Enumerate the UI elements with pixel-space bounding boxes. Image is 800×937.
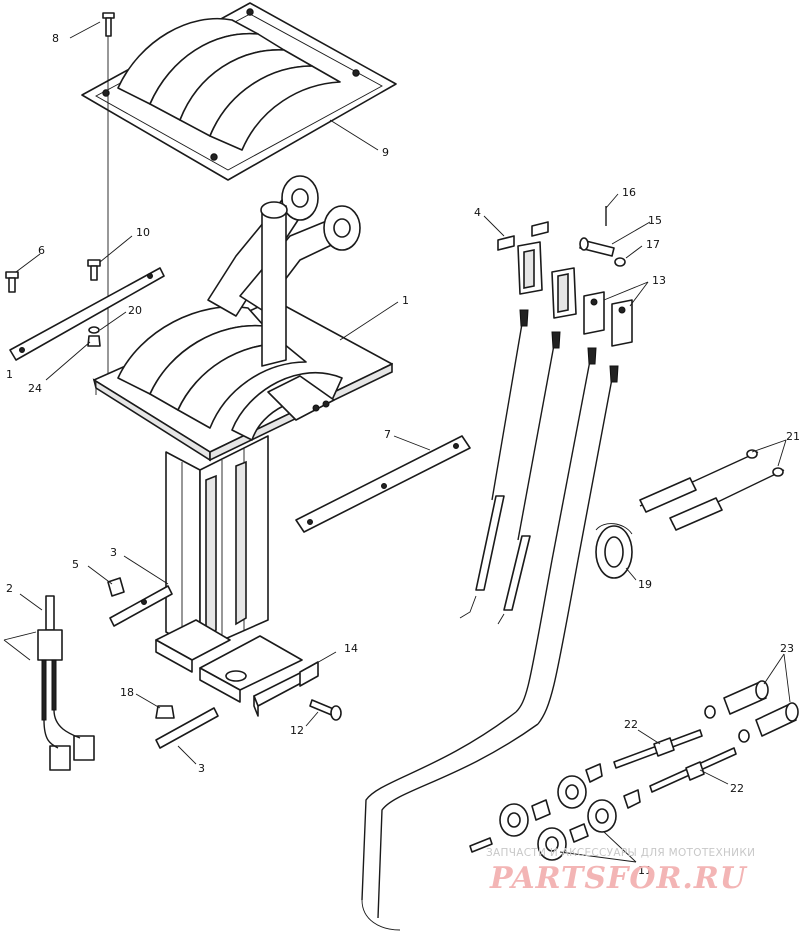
spacer-block-part-14 — [253, 661, 319, 717]
callout-15: 15 — [648, 214, 662, 227]
callout-3-upper: 3 — [110, 546, 117, 559]
bolt-part-6 — [5, 271, 19, 293]
cable-end-part-22 — [613, 729, 737, 793]
washer-part-17 — [614, 257, 626, 267]
cable-connector-part-23 — [704, 680, 799, 743]
grommet-part-19 — [595, 523, 633, 579]
nut-part-18 — [155, 705, 175, 719]
cable-end-part-13 — [583, 291, 633, 347]
callout-1-strap: 1 — [6, 368, 13, 381]
callout-1-housing: 1 — [402, 294, 409, 307]
mounting-plate-part-3-upper — [109, 585, 173, 627]
callout-4: 4 — [474, 206, 481, 219]
callout-12: 12 — [290, 724, 304, 737]
callout-24: 24 — [28, 382, 42, 395]
callout-20: 20 — [128, 304, 142, 317]
callout-3-lower: 3 — [198, 762, 205, 775]
callout-18: 18 — [120, 686, 134, 699]
neutral-switch-part-2 — [37, 595, 95, 771]
callout-10: 10 — [136, 226, 150, 239]
callout-14: 14 — [344, 642, 358, 655]
bolt-part-5 — [107, 577, 125, 597]
callout-11: 11 — [638, 864, 652, 877]
callout-labels: 8 9 6 10 20 1 1 24 7 4 16 15 17 13 21 19… — [6, 32, 800, 877]
top-cover-part-9 — [81, 2, 397, 181]
mounting-strap-part-7 — [295, 435, 471, 533]
mounting-plate-part-3-lower — [155, 707, 219, 749]
callout-22-lower: 22 — [730, 782, 744, 795]
cable-rod-part-21 — [639, 449, 785, 531]
mounting-strap-part-1 — [9, 267, 165, 361]
screw-part-8 — [102, 12, 115, 375]
watermark-tagline: ЗАПЧАСТИ И АКСЕССУАРЫ ДЛЯ МОТОТЕХНИКИ — [486, 847, 755, 859]
callout-8: 8 — [52, 32, 59, 45]
callout-23: 23 — [780, 642, 794, 655]
callout-5: 5 — [72, 558, 79, 571]
callout-6: 6 — [38, 244, 45, 257]
bolt-part-10 — [87, 259, 101, 281]
leader-lines — [3, 21, 791, 863]
nut-part-24 — [87, 335, 101, 347]
partsfor-watermark: ЗАПЧАСТИ И АКСЕССУАРЫ ДЛЯ МОТОТЕХНИКИ PA… — [486, 847, 755, 896]
bolt-part-12 — [309, 699, 342, 721]
control-housing-part-1 — [92, 175, 393, 703]
callout-22-upper: 22 — [624, 718, 638, 731]
callout-21: 21 — [786, 430, 800, 443]
callout-16: 16 — [622, 186, 636, 199]
bolt-part-15 — [579, 237, 615, 257]
cable-clevis-part-4 — [497, 221, 577, 319]
callout-13: 13 — [652, 274, 666, 287]
callout-7: 7 — [384, 428, 391, 441]
watermark-logo: PARTSFOR.RU — [489, 861, 748, 896]
callout-2: 2 — [6, 582, 13, 595]
bushing-nut-part-11 — [469, 763, 641, 861]
shift-cable-assembly — [361, 309, 619, 931]
callout-9: 9 — [382, 146, 389, 159]
washer-part-20 — [88, 326, 100, 334]
callout-17: 17 — [646, 238, 660, 251]
callout-19: 19 — [638, 578, 652, 591]
